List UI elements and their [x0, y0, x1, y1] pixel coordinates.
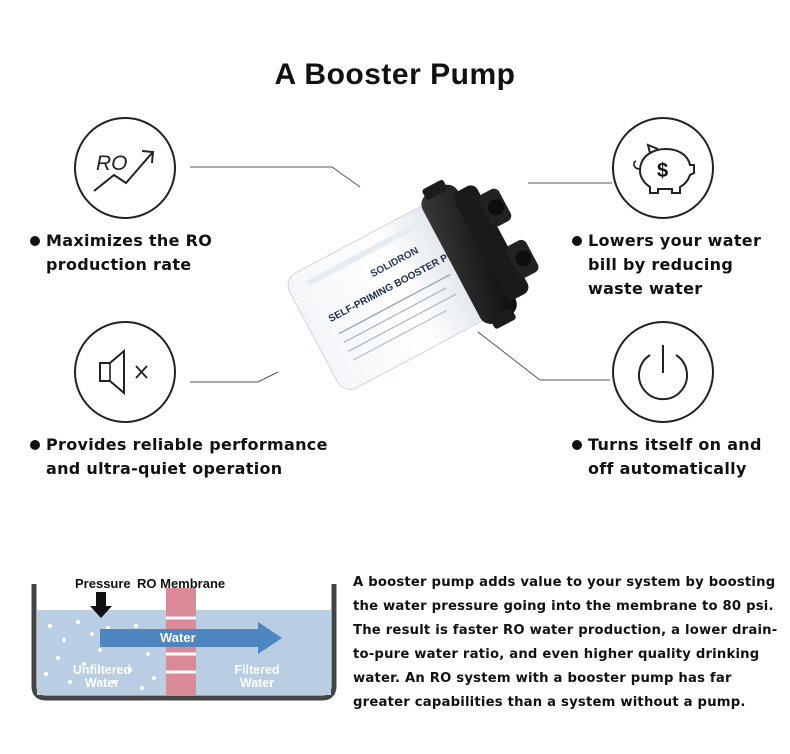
bullet-dot — [572, 236, 582, 246]
feature-auto-on-off: Turns itself on and off automatically — [572, 433, 762, 481]
membrane-label: RO Membrane — [137, 576, 225, 591]
ro-membrane-diagram: Pressure RO Membrane Water — [31, 576, 337, 701]
water-label: Water — [160, 630, 196, 645]
power-icon — [612, 321, 714, 423]
water-flow-arrow-icon — [100, 622, 282, 654]
feature-quiet-operation: Provides reliable performance and ultra-… — [30, 433, 328, 481]
bullet-dot — [30, 440, 40, 450]
feature-maximizes-production: Maximizes the RO production rate — [30, 229, 213, 277]
feature-text: Turns itself on and off automatically — [588, 435, 762, 478]
booster-pump-image: SOLIDRON SELF-PRIMING BOOSTER PUMP — [287, 179, 539, 390]
piggy-bank-dollar-icon: $ — [612, 117, 714, 219]
ro-icon-text: RO — [96, 152, 128, 175]
pressure-label: Pressure — [75, 576, 131, 591]
description-text: A booster pump adds value to your system… — [353, 575, 778, 710]
particles — [44, 620, 160, 690]
feature-text: Maximizes the RO production rate — [46, 231, 213, 274]
bullet-dot — [30, 236, 40, 246]
feature-lowers-water-bill: Lowers your water bill by reducing waste… — [572, 229, 762, 301]
speaker-mute-icon — [74, 321, 176, 423]
pressure-arrow-icon — [90, 592, 112, 618]
feature-text: Provides reliable performance and ultra-… — [46, 435, 328, 478]
unfiltered-label: Unfiltered Water — [72, 663, 132, 690]
filtered-label: Filtered Water — [234, 663, 280, 690]
connector-lines — [190, 166, 612, 383]
ro-growth-icon: RO — [74, 117, 176, 219]
page-title: A Booster Pump — [274, 58, 516, 91]
feature-text: Lowers your water bill by reducing waste… — [588, 231, 762, 298]
dollar-sign: $ — [657, 160, 668, 182]
bullet-dot — [572, 440, 582, 450]
